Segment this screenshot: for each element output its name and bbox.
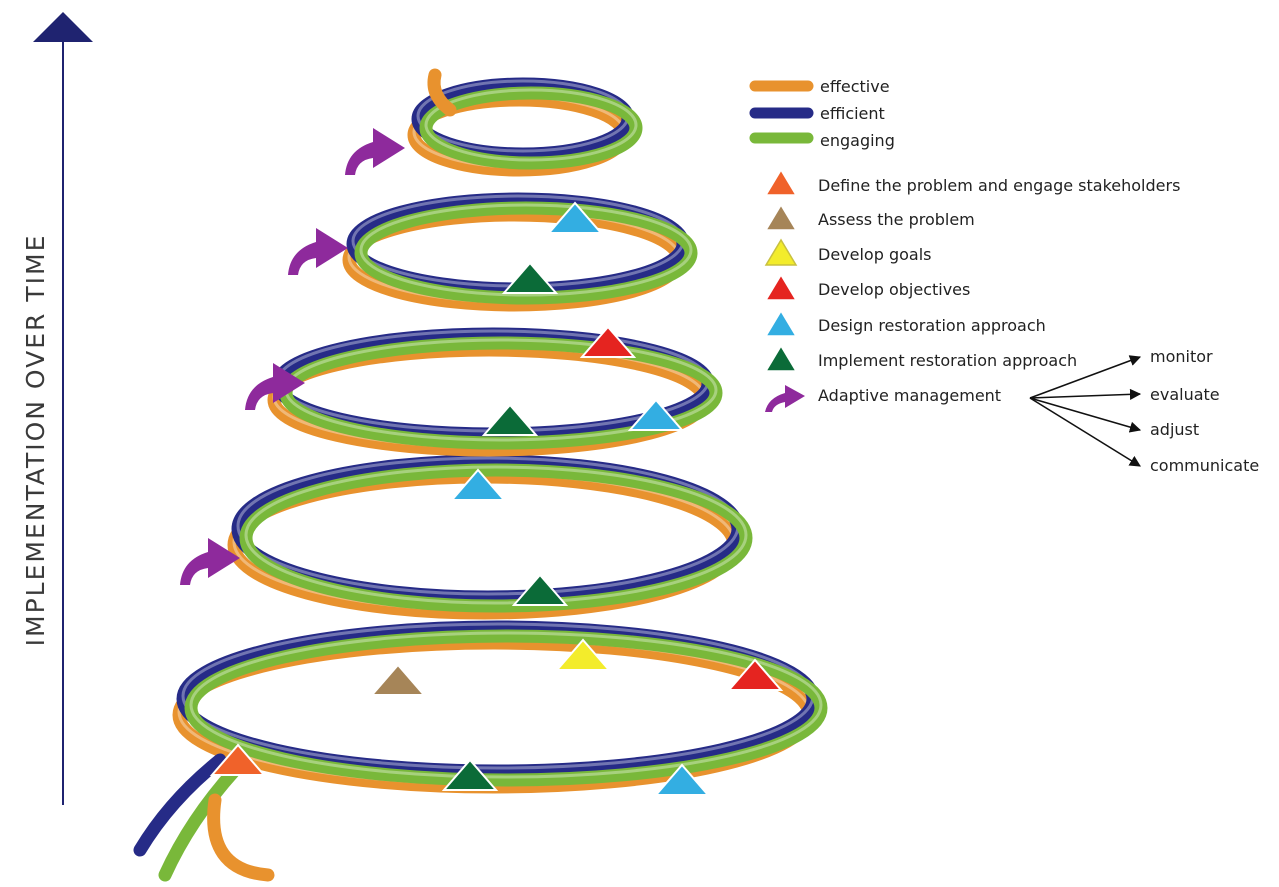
adaptive-outcome-arrows [1029, 355, 1142, 467]
legend: effective efficient engaging Define the … [749, 77, 1259, 475]
triangle-define-icon [764, 168, 798, 196]
spiral-tail-green [158, 763, 242, 882]
arrow-to-adjust [1029, 397, 1142, 433]
triangle-implement-icon [764, 344, 798, 372]
time-axis-label: IMPLEMENTATION OVER TIME [21, 234, 50, 647]
arrow-to-evaluate [1029, 388, 1142, 400]
spiral-step-design-icon [627, 398, 685, 431]
legend-strand-efficient: efficient [749, 104, 885, 123]
legend-adaptive-management: Adaptive management monitor evaluate adj… [752, 347, 1259, 475]
triangle-objectives-icon [764, 273, 798, 301]
spiral-coil-green [239, 463, 753, 613]
spiral-tail-blue [133, 753, 227, 857]
spiral-coil-highlight [189, 631, 823, 779]
legend-label: Adaptive management [818, 386, 1001, 405]
legend-step-define: Define the problem and engage stakeholde… [764, 168, 1180, 196]
legend-label: efficient [820, 104, 885, 123]
spiral-step-assess-icon [369, 663, 427, 696]
curved-arrow-icon [752, 385, 805, 412]
spiral-tail-orange [207, 793, 275, 882]
legend-strand-engaging: engaging [749, 131, 895, 150]
spiral-step-design-icon [449, 468, 507, 501]
spiral-step-implement-icon [511, 573, 569, 606]
spiral-coil-green [354, 201, 698, 305]
spiral-coil-highlight [244, 465, 748, 605]
adaptive-management-arrow-icon [325, 128, 405, 175]
time-axis: IMPLEMENTATION OVER TIME [21, 12, 93, 805]
spiral-coil-highlight [424, 88, 638, 162]
spiral-step-objectives-icon [726, 658, 784, 691]
spiral-step-objectives-icon [579, 325, 637, 358]
legend-step-implement: Implement restoration approach [764, 344, 1077, 372]
time-axis-arrowhead [33, 12, 93, 42]
outcome-adjust: adjust [1150, 420, 1199, 439]
spiral-step-goals-icon [554, 638, 612, 671]
legend-strand-effective: effective [749, 77, 890, 96]
outcome-monitor: monitor [1150, 347, 1213, 366]
spiral-step-design-icon [546, 201, 604, 234]
legend-label: engaging [820, 131, 895, 150]
triangle-goals-icon [764, 238, 798, 266]
arrow-to-communicate [1029, 397, 1141, 467]
spiral-step-implement-icon [501, 261, 559, 294]
triangle-design-icon [764, 309, 798, 337]
legend-label: effective [820, 77, 890, 96]
legend-label: Define the problem and engage stakeholde… [818, 176, 1180, 195]
legend-label: Develop goals [818, 245, 931, 264]
triangle-assess-icon [764, 203, 798, 231]
adaptive-management-arrow-icon [160, 538, 240, 585]
outcome-communicate: communicate [1150, 456, 1259, 475]
legend-label: Design restoration approach [818, 316, 1046, 335]
spiral-step-implement-icon [481, 403, 539, 436]
arrow-to-monitor [1029, 355, 1142, 399]
spiral-coil-highlight [359, 203, 693, 297]
legend-label: Develop objectives [818, 280, 970, 299]
spiral-step-define-icon [209, 743, 267, 776]
adaptive-management-arrow-icon [225, 363, 305, 410]
spiral-coil-green [184, 629, 828, 787]
spiral-step-markers [209, 201, 784, 796]
legend-label: Assess the problem [818, 210, 975, 229]
spiral-step-design-icon [653, 763, 711, 796]
legend-step-objectives: Develop objectives [764, 273, 970, 301]
legend-step-design: Design restoration approach [764, 309, 1046, 337]
legend-label: Implement restoration approach [818, 351, 1077, 370]
outcome-evaluate: evaluate [1150, 385, 1220, 404]
legend-step-assess: Assess the problem [764, 203, 975, 231]
spiral-coil-green [419, 86, 643, 170]
legend-step-goals: Develop goals [764, 238, 931, 266]
adaptive-management-arrows [160, 128, 405, 585]
spiral-top-cap [427, 68, 457, 117]
adaptive-management-arrow-icon [268, 228, 348, 275]
spiral-step-implement-icon [441, 758, 499, 791]
